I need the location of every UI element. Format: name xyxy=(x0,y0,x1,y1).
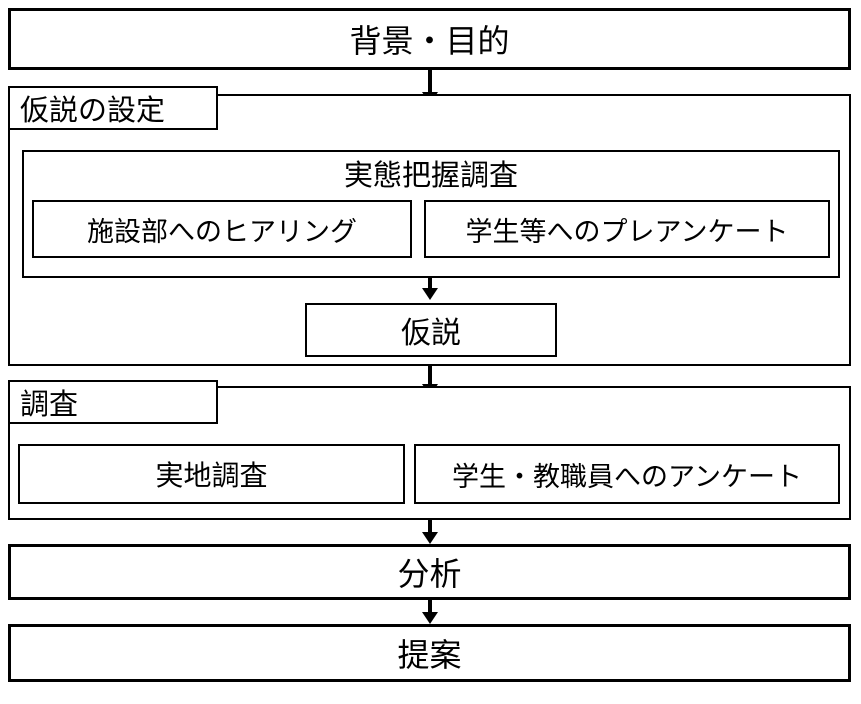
student-staff-survey-box: 学生・教職員へのアンケート xyxy=(414,444,840,504)
student-staff-survey-label: 学生・教職員へのアンケート xyxy=(452,461,802,493)
facilities-hearing-label: 施設部へのヒアリング xyxy=(87,216,357,248)
investigation-section-label: 調査 xyxy=(20,387,79,421)
facilities-hearing-box: 施設部へのヒアリング xyxy=(32,200,412,258)
proposal-label: 提案 xyxy=(397,636,462,674)
student-pre-survey-box: 学生等へのプレアンケート xyxy=(424,200,830,258)
hypothesis-section-label: 仮説の設定 xyxy=(20,93,166,127)
proposal-box: 提案 xyxy=(8,624,851,682)
background-purpose-box: 背景・目的 xyxy=(8,8,851,70)
analysis-box: 分析 xyxy=(8,544,851,600)
field-survey-box: 実地調査 xyxy=(18,444,405,504)
analysis-label: 分析 xyxy=(397,555,462,593)
fact-finding-survey-title: 実態把握調査 xyxy=(343,158,518,192)
background-purpose-label: 背景・目的 xyxy=(349,22,510,60)
hypothesis-label: 仮説 xyxy=(401,316,461,351)
hypothesis-section-tab: 仮説の設定 xyxy=(8,86,218,130)
field-survey-label: 実地調査 xyxy=(155,459,268,492)
hypothesis-box: 仮説 xyxy=(305,303,557,357)
investigation-section-tab: 調査 xyxy=(8,380,218,424)
student-pre-survey-label: 学生等へのプレアンケート xyxy=(465,216,789,248)
